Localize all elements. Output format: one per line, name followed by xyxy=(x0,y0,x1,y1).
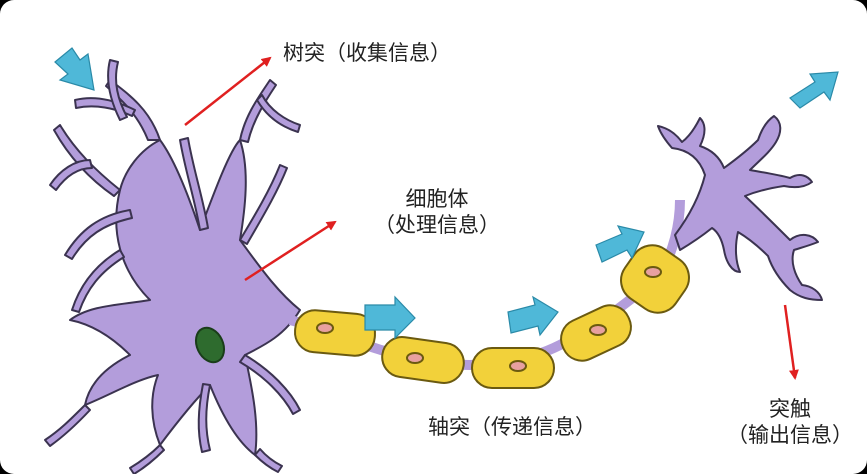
dendrite-label: 树突（收集信息） xyxy=(283,41,451,65)
dendrite-tree xyxy=(44,59,301,474)
signal-flow-arrows xyxy=(54,47,839,340)
soma-label-line1: 细胞体 xyxy=(405,187,469,211)
signal-arrow-2 xyxy=(364,295,416,340)
axon-terminal xyxy=(657,115,823,301)
synapse-label: 突触 （输出信息） xyxy=(715,396,865,449)
synapse-pointer-arrow xyxy=(783,304,799,380)
synapse-label-line1: 突触 xyxy=(769,397,811,421)
soma-nucleus xyxy=(194,326,226,364)
soma-label: 细胞体 （处理信息） xyxy=(352,186,522,239)
signal-arrow-4 xyxy=(595,225,645,263)
signal-arrow-3 xyxy=(507,295,559,337)
synapse-label-line2: （输出信息） xyxy=(727,423,853,448)
soma-pointer-arrow xyxy=(244,220,337,282)
signal-arrow-1 xyxy=(54,47,95,91)
axon-label: 轴突（传递信息） xyxy=(428,415,596,439)
soma-label-line2: （处理信息） xyxy=(374,213,500,238)
myelin-sheath xyxy=(293,244,690,389)
annotation-arrows xyxy=(184,56,799,380)
signal-arrow-5 xyxy=(789,71,839,109)
dendrite-pointer-arrow xyxy=(184,56,272,126)
